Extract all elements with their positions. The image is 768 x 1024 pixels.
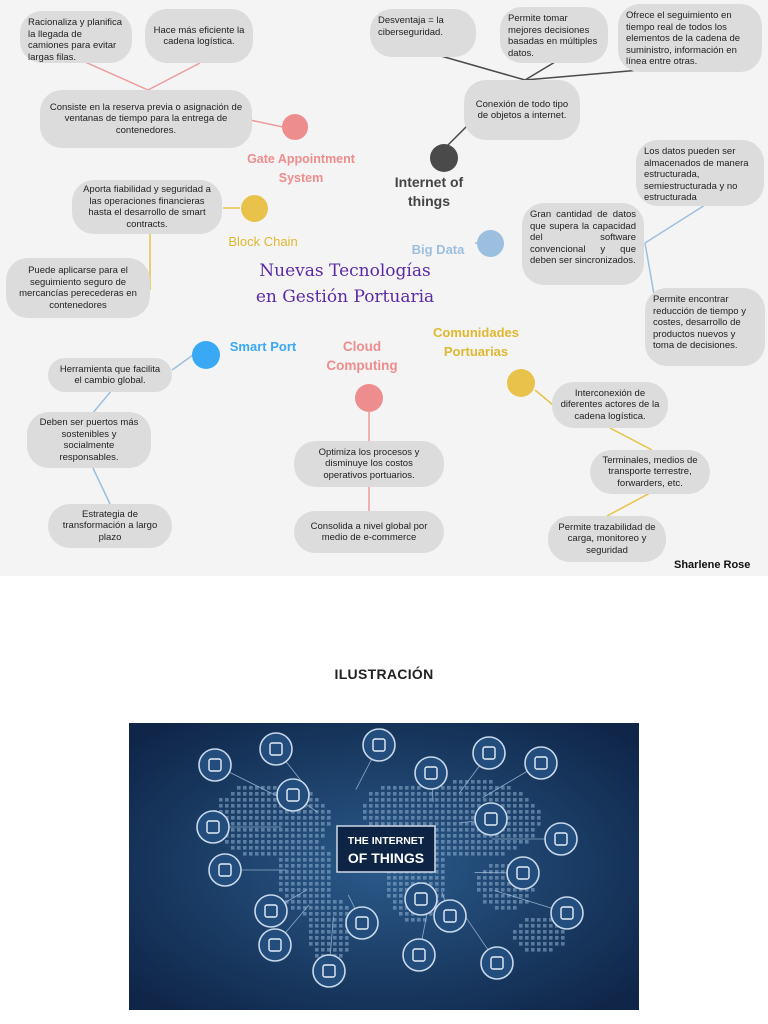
iot-main-bubble: Conexión de todo tipo de objetos a inter…: [464, 80, 580, 140]
comunidades-node: [507, 369, 535, 397]
blockchain-label: Block Chain: [228, 234, 298, 249]
location-pin-icon: [208, 853, 242, 887]
bigdata-node: [477, 230, 504, 257]
blockchain-sub1-bubble: Aporta fiabilidad y seguridad a las oper…: [72, 180, 222, 234]
handshake-icon: [524, 746, 558, 780]
headset-icon: [433, 899, 467, 933]
map-title-line2: en Gestión Portuaria: [255, 287, 435, 307]
author-signature: Sharlene Rose: [674, 559, 751, 571]
cloud-label: Cloud Computing: [326, 339, 398, 373]
team-icon: [506, 856, 540, 890]
phone-icon: [414, 756, 448, 790]
comunidades-sub1-bubble: Interconexión de diferentes actores de l…: [552, 382, 668, 428]
gate-node: [282, 114, 308, 140]
gate-label: Gate Appointment System: [247, 152, 355, 185]
iot-illustration-graphic: THE INTERNET OF THINGS: [129, 723, 639, 1010]
like-icon: [550, 896, 584, 930]
iot-illustration: THE INTERNET OF THINGS: [129, 723, 639, 1010]
laptop-icon: [276, 778, 310, 812]
iot-sub2-bubble: Permite tomar mejores decisiones basadas…: [500, 7, 608, 63]
envelope-icon: [474, 802, 508, 836]
chat-icon: [404, 882, 438, 916]
mind-map: Racionaliza y planifica la llegada de ca…: [0, 0, 768, 576]
document-icon: [345, 906, 379, 940]
badge-line1: THE INTERNET: [348, 835, 425, 847]
security-camera-icon: [254, 894, 288, 928]
book-icon: [472, 736, 506, 770]
comunidades-label: Comunidades Portuarias: [433, 325, 519, 359]
map-title-line1: Nuevas Tecnologías: [259, 261, 431, 281]
server-icon: [312, 954, 346, 988]
bigdata-label: Big Data: [411, 242, 465, 257]
smartport-label: Smart Port: [229, 339, 297, 354]
connector-lines: [84, 49, 706, 517]
bigdata-sub2-bubble: Permite encontrar reducción de tiempo y …: [645, 288, 765, 366]
map-title: Nuevas Tecnologías en Gestión Portuaria: [250, 258, 440, 310]
airplane-icon: [362, 728, 396, 762]
smartport-sub3-bubble: Estrategia de transformación a largo pla…: [48, 504, 172, 548]
comunidades-sub3-bubble: Permite trazabilidad de carga, monitoreo…: [548, 516, 666, 562]
iot-title-badge: THE INTERNET OF THINGS: [336, 825, 436, 873]
iot-label: Internet of things: [394, 174, 464, 209]
blockchain-node: [241, 195, 268, 222]
smartport-sub1-bubble: Herramienta que facilita el cambio globa…: [48, 358, 172, 392]
iot-sub1-bubble: Desventaja = la ciberseguridad.: [370, 9, 476, 57]
smartport-sub2-bubble: Deben ser puertos más sostenibles y soci…: [27, 412, 151, 468]
gate-sub2-bubble: Hace más eficiente la cadena logística.: [145, 9, 253, 63]
shield-icon: [402, 938, 436, 972]
network-icon: [480, 946, 514, 980]
iot-node: [430, 144, 458, 172]
smartport-node: [192, 341, 220, 369]
blockchain-sub2-bubble: Puede aplicarse para el seguimiento segu…: [6, 258, 150, 318]
wifi-router-icon: [259, 732, 293, 766]
badge-line2: OF THINGS: [348, 850, 424, 866]
gate-main-bubble: Consiste en la reserva previa o asignaci…: [40, 90, 252, 148]
gate-sub1-bubble: Racionaliza y planifica la llegada de ca…: [20, 11, 132, 63]
iot-sub3-bubble: Ofrece el seguimiento en tiempo real de …: [618, 4, 762, 72]
bigdata-sub1-bubble: Los datos pueden ser almacenados de mane…: [636, 140, 764, 206]
cloud-icon: [258, 928, 292, 962]
person-icon: [196, 810, 230, 844]
illustration-heading: ILUSTRACIÓN: [334, 666, 434, 682]
cloud-node: [355, 384, 383, 412]
comunidades-sub2-bubble: Terminales, medios de transporte terrest…: [590, 450, 710, 494]
bigdata-main-bubble: Gran cantidad de datos que supera la cap…: [522, 203, 644, 285]
smartphone-icon: [544, 822, 578, 856]
cloud-sub1-bubble: Optimiza los procesos y disminuye los co…: [294, 441, 444, 487]
cloud-sub2-bubble: Consolida a nivel global por medio de e-…: [294, 511, 444, 553]
plug-icon: [198, 748, 232, 782]
